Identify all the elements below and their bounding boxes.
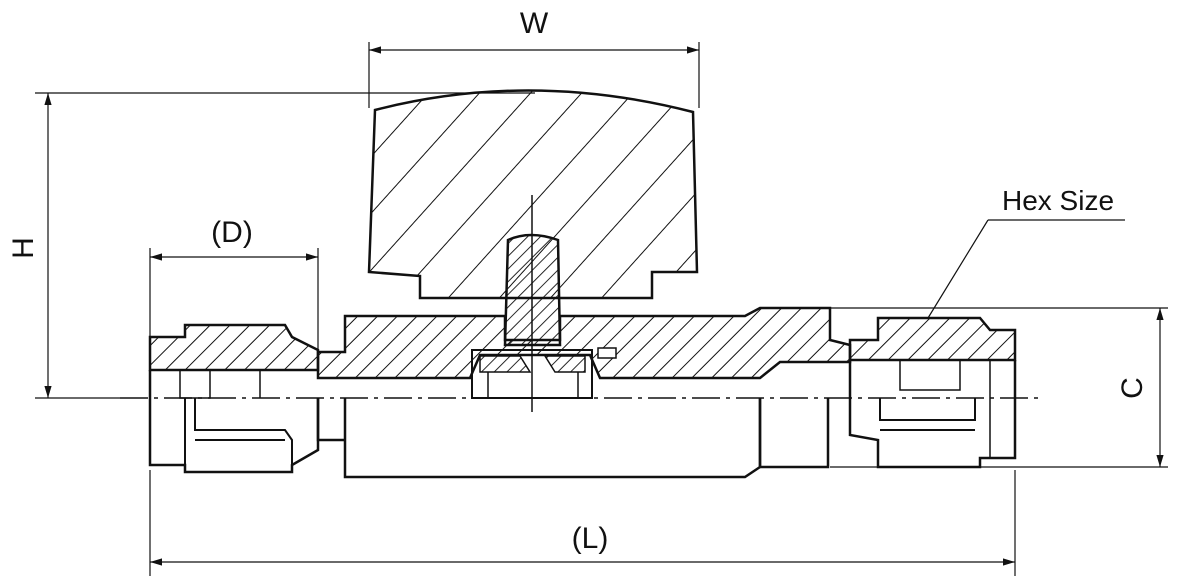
hex-size-callout: Hex Size [927,185,1125,319]
label-c: C [1116,377,1149,399]
label-d: (D) [211,216,253,249]
label-hex-size: Hex Size [1002,185,1114,216]
right-fitting [848,316,1017,469]
dimension-l: (L) [149,470,1016,576]
dimension-w: W [368,7,700,108]
dimension-c: C [830,307,1168,468]
handle-knob [367,89,699,300]
left-fitting [148,323,320,474]
label-l: (L) [572,522,609,555]
label-h: H [7,237,40,259]
dimension-d: (D) [149,216,319,352]
label-w: W [520,7,549,40]
valve-body [316,306,852,479]
dimension-h: H [7,92,535,399]
